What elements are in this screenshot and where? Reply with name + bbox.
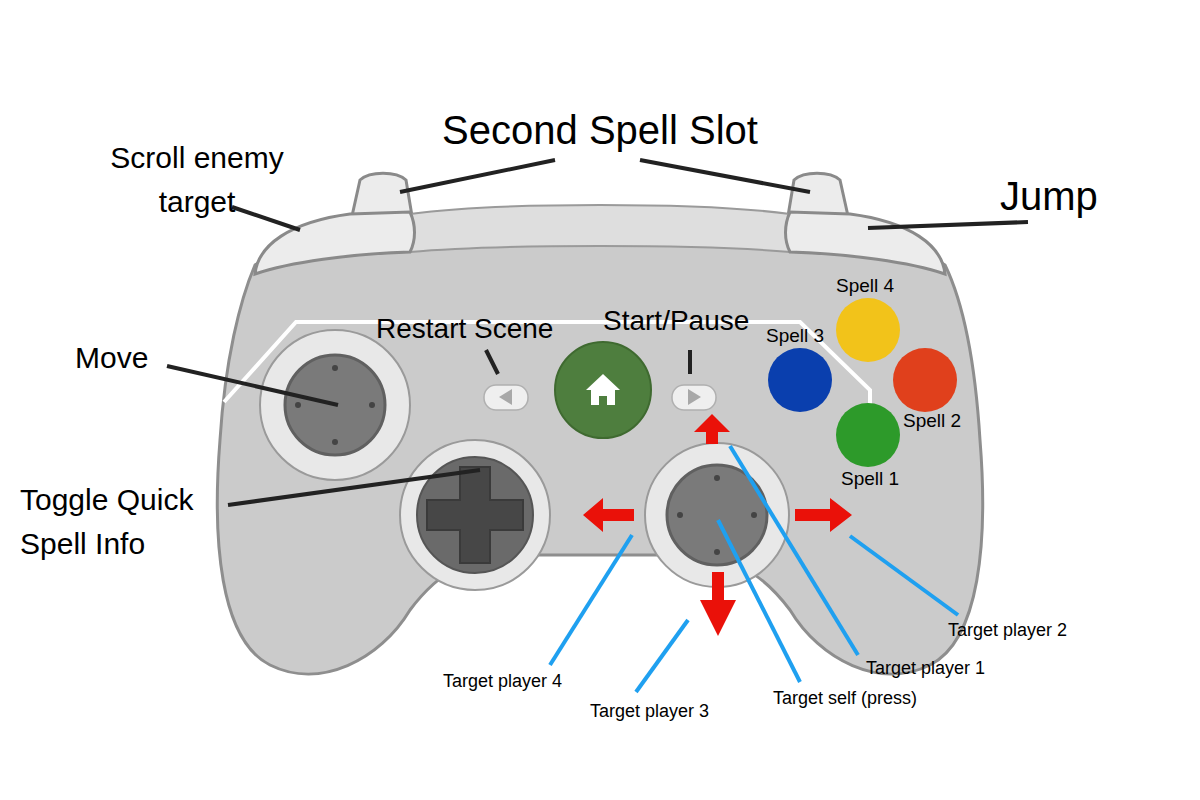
home-button xyxy=(555,342,651,438)
part-label: Move xyxy=(75,340,148,376)
part-label: Scroll enemy target xyxy=(92,136,302,223)
part-label: Restart Scene xyxy=(376,312,553,346)
leader-line xyxy=(228,470,480,505)
leader-line xyxy=(730,446,858,655)
leader-line xyxy=(400,160,555,192)
button-label: Spell 1 xyxy=(841,468,899,491)
target-label: Target player 4 xyxy=(443,671,562,693)
leader-line xyxy=(167,366,338,405)
dpad-ring xyxy=(400,440,550,590)
stick-dot xyxy=(677,512,683,518)
stick-dot xyxy=(714,549,720,555)
stick-dot xyxy=(295,402,301,408)
back-button xyxy=(484,385,528,410)
leader-lines xyxy=(167,160,1028,505)
heading-label: Second Spell Slot xyxy=(400,106,800,154)
start-button xyxy=(672,385,716,410)
start-icon xyxy=(688,389,701,405)
target-label: Target self (press) xyxy=(773,688,917,710)
part-label: Jump xyxy=(1000,172,1098,220)
button-label: Spell 3 xyxy=(766,325,824,348)
direction-arrow xyxy=(583,498,634,532)
leader-lines xyxy=(550,446,958,692)
part-label: Toggle Quick Spell Info xyxy=(20,478,225,565)
face-button xyxy=(768,348,832,412)
face-button xyxy=(893,348,957,412)
direction-arrow xyxy=(700,572,736,636)
button-label: Spell 4 xyxy=(836,275,894,298)
leader-line xyxy=(636,620,688,692)
home-icon xyxy=(586,374,620,405)
direction-arrow xyxy=(795,498,852,532)
target-label: Target player 1 xyxy=(866,658,985,680)
button-label: Spell 2 xyxy=(903,410,961,433)
leader-line xyxy=(486,350,498,374)
dpad-cross xyxy=(427,467,523,563)
leader-line xyxy=(868,222,1028,228)
controller-body xyxy=(217,240,982,674)
target-label: Target player 3 xyxy=(590,701,709,723)
right-bumper xyxy=(786,212,946,274)
direction-arrow xyxy=(694,414,730,444)
face-button xyxy=(836,298,900,362)
leader-line xyxy=(688,350,692,374)
face-button xyxy=(836,403,900,467)
stick-ring xyxy=(645,443,789,587)
stick-dot xyxy=(369,402,375,408)
top-recess xyxy=(410,205,790,252)
leader-line xyxy=(850,536,958,615)
leader-line xyxy=(232,207,300,230)
leader-line xyxy=(718,520,800,682)
part-label: Start/Pause xyxy=(603,304,749,338)
stick-dot xyxy=(332,439,338,445)
stick-dot xyxy=(751,512,757,518)
stick-dot xyxy=(332,365,338,371)
leader-line xyxy=(640,160,810,192)
left-trigger xyxy=(352,173,412,216)
target-label: Target player 2 xyxy=(948,620,1067,642)
stick-dot xyxy=(714,475,720,481)
leader-line xyxy=(550,535,632,665)
back-icon xyxy=(499,389,512,405)
right-trigger xyxy=(788,173,848,216)
